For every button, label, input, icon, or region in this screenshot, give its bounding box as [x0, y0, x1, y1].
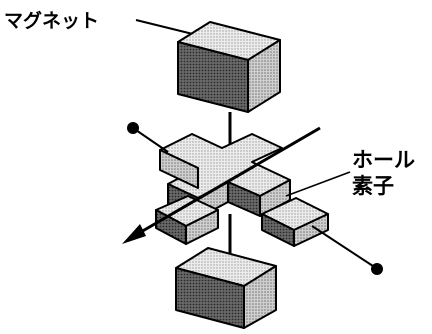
current-arrow	[122, 126, 321, 244]
hall-element-label-line1: ホール	[352, 148, 415, 172]
left-terminal-dot	[127, 122, 139, 134]
top-magnet	[177, 21, 281, 113]
bottom-magnet	[175, 247, 277, 329]
hall-voltage-leads	[127, 122, 383, 275]
hall-label-pointer	[285, 171, 351, 197]
hall-element	[155, 133, 329, 247]
hall-element-label-line2: 素子	[352, 174, 394, 198]
magnet-label: マグネット	[4, 10, 100, 32]
right-terminal-dot	[371, 263, 383, 275]
